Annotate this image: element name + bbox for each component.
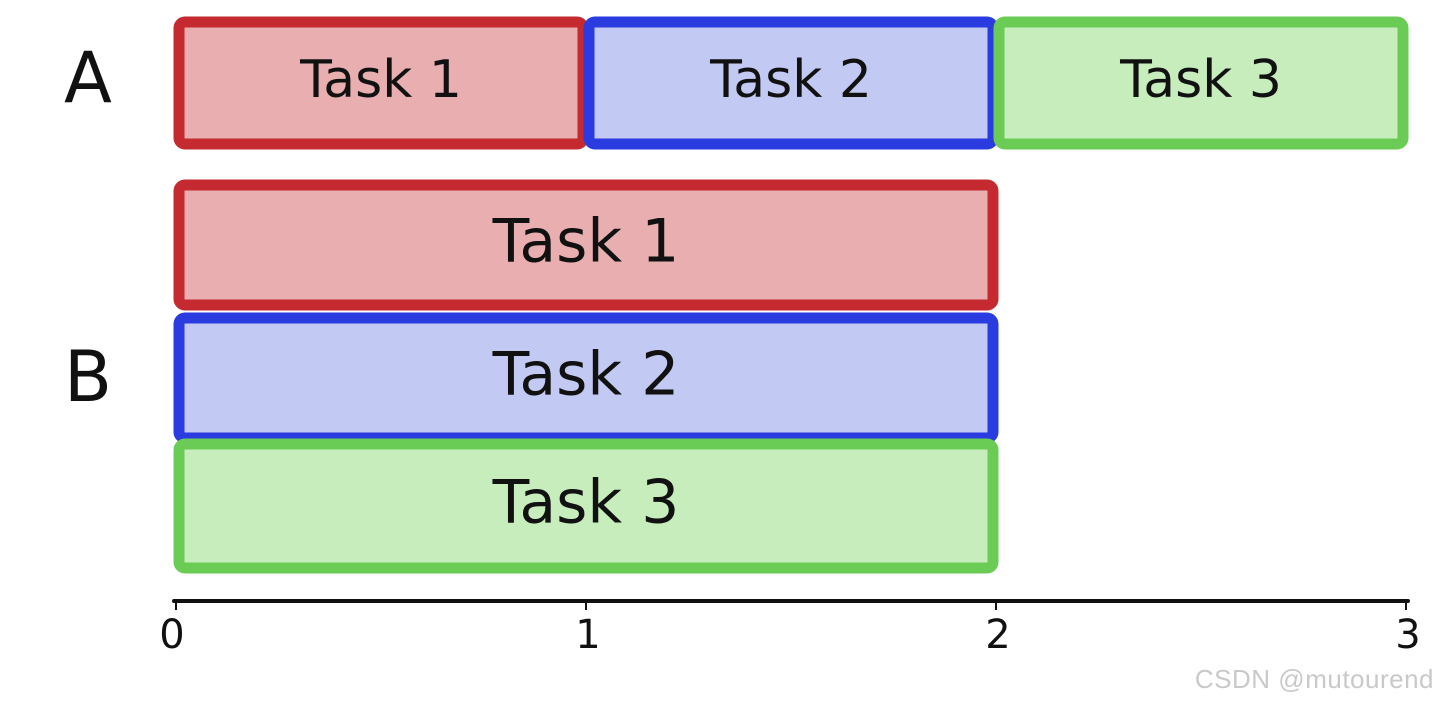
task-bar-box [583,16,999,150]
task-label: Task 1 [299,50,462,110]
rows-layer: A Task 1 Task 2 Task 3 B Task 1 Task 2 Task 3 [64,16,1409,574]
row-label: A [64,37,112,119]
task-bar-task-2: Task 2 [173,312,999,444]
task-bar-task-3: Task 3 [173,438,999,574]
row-b: B Task 1 Task 2 Task 3 [64,179,999,574]
time-axis: 0 1 2 3 [159,599,1421,658]
task-bar-task-3: Task 3 [993,16,1409,150]
tick-label: 3 [1395,612,1420,658]
row-label: B [64,336,112,418]
task-bar-box [173,438,999,574]
tick-label: 2 [985,612,1010,658]
watermark: CSDN @mutourend [1194,664,1434,694]
task-label: Task 3 [492,468,680,538]
tick-label: 0 [159,612,184,658]
tick-label: 1 [575,612,600,658]
task-bar-box [993,16,1409,150]
task-bar-box [173,312,999,444]
task-bar-box [173,179,999,311]
task-bar-task-1: Task 1 [173,16,589,150]
task-bar-task-1: Task 1 [173,179,999,311]
row-a: A Task 1 Task 2 Task 3 [64,16,1409,150]
task-bar-box [173,16,589,150]
task-label: Task 1 [492,207,680,277]
task-label: Task 2 [709,50,872,110]
task-label: Task 3 [1119,50,1282,110]
task-label: Task 2 [492,340,680,410]
task-bar-task-2: Task 2 [583,16,999,150]
